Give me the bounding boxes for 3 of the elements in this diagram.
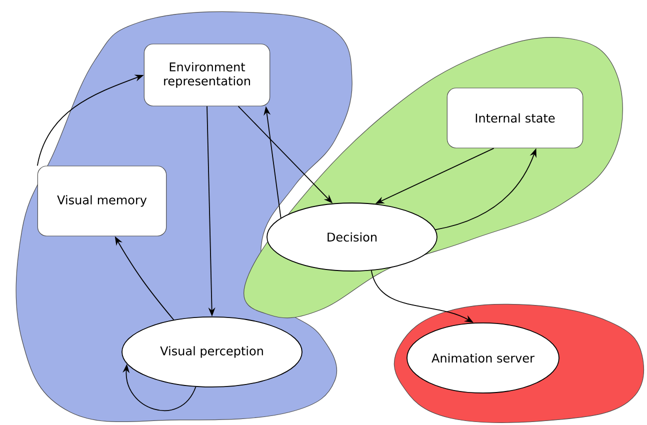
process-box: Visual memory — [37, 166, 167, 236]
process-box: Internal state — [446, 88, 584, 148]
process-box: Environment representation — [144, 44, 270, 106]
